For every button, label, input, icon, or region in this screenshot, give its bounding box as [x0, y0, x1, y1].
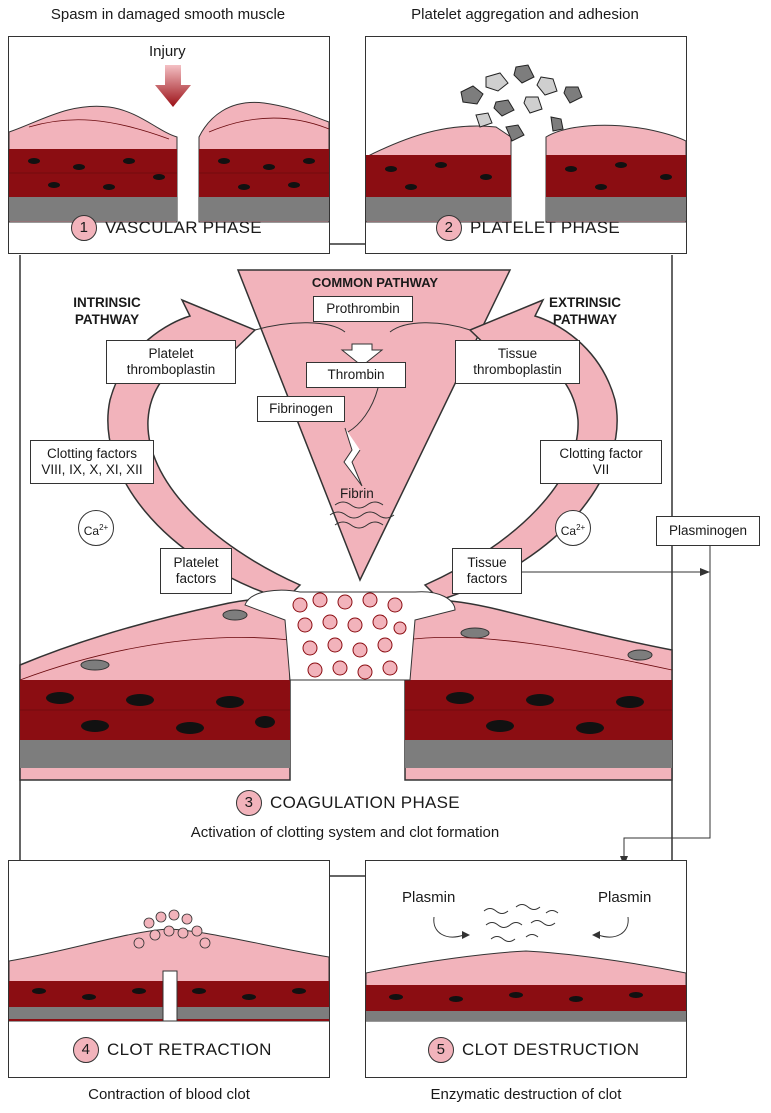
platelet-factors-line2: factors	[175, 571, 217, 586]
intrinsic-title-line1: INTRINSIC	[73, 295, 141, 310]
clotting-factor-extrinsic-box: Clotting factor VII	[540, 440, 662, 484]
thrombin-box: Thrombin	[306, 362, 406, 388]
clot-destruction-caption: Enzymatic destruction of clot	[430, 1086, 622, 1103]
plasmin-right-label: Plasmin	[598, 889, 652, 906]
clot-retraction-caption: Contraction of blood clot	[88, 1086, 250, 1103]
platelet-thromboplastin-line1: Platelet	[148, 345, 194, 361]
tissue-thromboplastin-line2: thromboplastin	[473, 362, 562, 377]
injury-label: Injury	[149, 43, 186, 60]
calcium-intrinsic: Ca2+	[78, 510, 114, 546]
common-pathway-title: COMMON PATHWAY	[311, 275, 439, 291]
phase-title-5: CLOT DESTRUCTION	[462, 1040, 640, 1059]
platelet-phase-label: 2 PLATELET PHASE	[436, 215, 620, 241]
clot-retraction-panel: 4 CLOT RETRACTION	[8, 860, 330, 1078]
phase-number-2: 2	[436, 215, 462, 241]
phase-number-5: 5	[428, 1037, 454, 1063]
phase-number-4: 4	[73, 1037, 99, 1063]
platelet-aggregation-illustration	[365, 64, 687, 223]
tissue-thromboplastin-line1: Tissue	[497, 345, 538, 361]
panel1-caption: Spasm in damaged smooth muscle	[50, 6, 286, 23]
tissue-factors-box: Tissue factors	[452, 548, 522, 594]
fibrinogen-box: Fibrinogen	[257, 396, 345, 422]
phase-title-1: VASCULAR PHASE	[105, 218, 262, 237]
fibrin-icon	[483, 904, 559, 942]
platelet-thromboplastin-line2: thromboplastin	[126, 362, 216, 377]
plasminogen-box: Plasminogen	[656, 516, 760, 546]
prothrombin-box: Prothrombin	[313, 296, 413, 322]
coagulation-caption: Activation of clotting system and clot f…	[190, 824, 500, 841]
panel2-caption: Platelet aggregation and adhesion	[411, 6, 639, 23]
coagulation-phase-label: 3 COAGULATION PHASE	[236, 790, 460, 816]
calcium-intrinsic-charge: 2+	[99, 523, 109, 532]
clot-icon	[244, 589, 456, 681]
clotting-factor-vii-line2: VII	[592, 462, 610, 477]
intrinsic-pathway-title: INTRINSIC PATHWAY	[62, 295, 152, 329]
phase-title-2: PLATELET PHASE	[470, 218, 621, 237]
calcium-extrinsic-charge: 2+	[576, 523, 586, 532]
phase-title-4: CLOT RETRACTION	[107, 1040, 272, 1059]
clot-destruction-illustration	[365, 904, 687, 1022]
injury-arrow-icon	[155, 65, 191, 107]
extrinsic-pathway-title: EXTRINSIC PATHWAY	[540, 295, 630, 329]
calcium-extrinsic-label: Ca	[560, 524, 577, 538]
intrinsic-title-line2: PATHWAY	[74, 311, 140, 327]
extrinsic-title-line2: PATHWAY	[552, 311, 618, 327]
phase-title-3: COAGULATION PHASE	[270, 793, 460, 812]
vessel-wall-injury-illustration	[8, 101, 330, 223]
calcium-extrinsic: Ca2+	[555, 510, 591, 546]
extrinsic-title-line1: EXTRINSIC	[548, 295, 621, 310]
vascular-phase-label: 1 VASCULAR PHASE	[71, 215, 262, 241]
clotting-factor-vii-line1: Clotting factor	[559, 445, 643, 461]
phase-number-3: 3	[236, 790, 262, 816]
platelet-factors-line1: Platelet	[173, 554, 219, 570]
clot-destruction-panel: Plasmin Plasmin 5 CLOT DESTRUCTION	[365, 860, 687, 1078]
calcium-intrinsic-label: Ca	[83, 524, 100, 538]
tissue-factors-line1: Tissue	[467, 554, 507, 570]
phase-number-1: 1	[71, 215, 97, 241]
tissue-thromboplastin-box: Tissue thromboplastin	[455, 340, 580, 384]
clotting-factors-line2: VIII, IX, X, XI, XII	[41, 462, 143, 477]
vascular-phase-panel: Injury 1 VASCULAR PHASE	[8, 36, 330, 254]
plasmin-left-label: Plasmin	[402, 889, 456, 906]
platelet-thromboplastin-box: Platelet thromboplastin	[106, 340, 236, 384]
fibrin-label: Fibrin	[340, 486, 374, 501]
clotting-factors-line1: Clotting factors	[46, 445, 138, 461]
platelet-phase-panel: 2 PLATELET PHASE	[365, 36, 687, 254]
platelet-icon	[460, 64, 583, 142]
clot-destruction-label: 5 CLOT DESTRUCTION	[428, 1037, 639, 1063]
tissue-factors-line2: factors	[466, 571, 508, 586]
clot-retraction-illustration	[8, 909, 330, 1022]
platelet-factors-box: Platelet factors	[160, 548, 232, 594]
clot-retraction-label: 4 CLOT RETRACTION	[73, 1037, 272, 1063]
clotting-factors-intrinsic-box: Clotting factors VIII, IX, X, XI, XII	[30, 440, 154, 484]
